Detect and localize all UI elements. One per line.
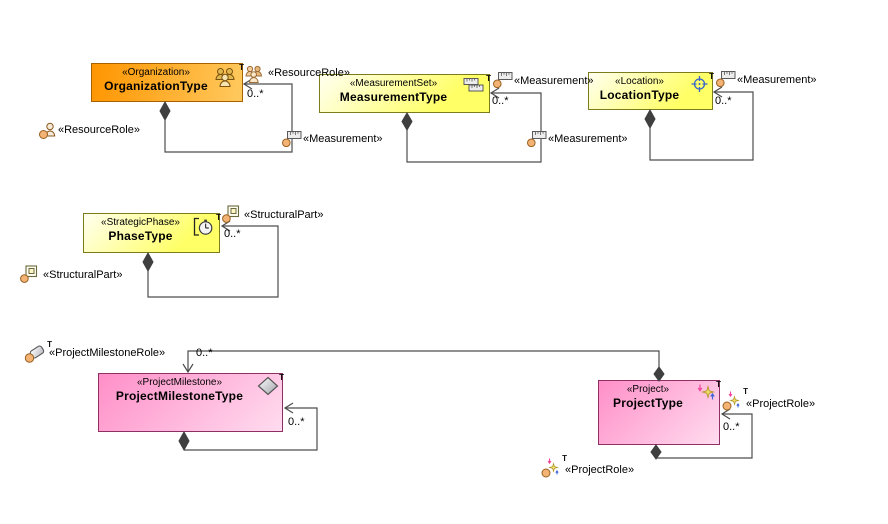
role-label-resource-role[interactable]: «ResourceRole» (268, 67, 350, 79)
class-name: LocationType (599, 88, 680, 102)
association-projecttype-projectmilestonetype[interactable] (182, 350, 665, 382)
type-marker: T (279, 373, 284, 382)
stereotype-label: «Location» (615, 76, 664, 87)
structural-part-icon (222, 204, 240, 228)
class-projectmilestonetype[interactable]: «ProjectMilestone» ProjectMilestoneType … (98, 373, 284, 432)
measurement-ruler-icon (493, 71, 513, 93)
role-label-measurement[interactable]: «Measurement» (514, 75, 594, 87)
association-locationtype-self[interactable] (644, 86, 754, 161)
measurement-ruler-icon (527, 130, 547, 152)
project-star-icon: T (695, 381, 721, 406)
class-locationtype[interactable]: «Location» LocationType T (588, 72, 714, 110)
class-name: ProjectMilestoneType (115, 389, 244, 403)
class-projecttype[interactable]: «Project» ProjectType T (598, 380, 721, 445)
stereotype-label: «ProjectMilestone» (136, 377, 223, 388)
organization-people-icon: T (213, 64, 244, 94)
project-role-icon: T (541, 455, 567, 483)
project-role-icon: T (722, 388, 748, 416)
role-label-structural-part[interactable]: «StructuralPart» (43, 269, 123, 281)
multiplicity-label[interactable]: 0..* (247, 88, 264, 100)
type-marker: T (716, 380, 721, 389)
type-marker: T (486, 74, 491, 83)
role-label-project-role[interactable]: «ProjectRole» (746, 398, 816, 410)
class-name: ProjectType (613, 396, 683, 410)
class-name: MeasurementType (339, 90, 448, 104)
role-label-measurement[interactable]: «Measurement» (548, 133, 628, 145)
measurement-ruler-icon (716, 70, 736, 92)
association-organizationtype-self[interactable] (159, 78, 293, 153)
role-label-project-milestone-role[interactable]: «ProjectMilestoneRole» (49, 347, 166, 359)
structural-part-icon (20, 264, 38, 288)
stereotype-label: «Project» (626, 384, 670, 395)
multiplicity-label[interactable]: 0..* (288, 416, 305, 428)
measurement-rulers-icon: T (463, 75, 491, 98)
type-marker: T (743, 387, 748, 396)
association-measurementtype-self[interactable] (401, 87, 542, 163)
class-organizationtype[interactable]: «Organization» OrganizationType T (91, 63, 244, 102)
multiplicity-label[interactable]: 0..* (196, 347, 213, 359)
association-projectmilestonetype-self[interactable] (178, 402, 318, 452)
type-marker: T (562, 454, 567, 463)
stereotype-label: «StrategicPhase» (101, 217, 180, 228)
resource-role-person-icon (38, 121, 57, 145)
project-milestone-role-icon: T (24, 341, 52, 368)
class-name: PhaseType (108, 229, 173, 243)
measurement-ruler-icon (282, 130, 302, 152)
resource-role-people-icon (244, 64, 264, 90)
role-label-measurement[interactable]: «Measurement» (737, 74, 817, 86)
type-marker: T (216, 213, 221, 222)
role-label-measurement[interactable]: «Measurement» (303, 133, 383, 145)
role-label-project-role[interactable]: «ProjectRole» (565, 464, 635, 476)
phase-timer-icon: T (192, 214, 221, 242)
association-phasetype-self[interactable] (142, 220, 279, 298)
multiplicity-label[interactable]: 0..* (715, 95, 732, 107)
class-measurementtype[interactable]: «MeasurementSet» MeasurementType T (319, 74, 491, 113)
multiplicity-label[interactable]: 0..* (224, 228, 241, 240)
class-name: OrganizationType (104, 79, 208, 93)
stereotype-label: «Organization» (122, 67, 190, 78)
role-label-structural-part[interactable]: «StructuralPart» (244, 209, 324, 221)
role-label-resource-role[interactable]: «ResourceRole» (58, 124, 140, 136)
milestone-diamond-icon: T (257, 374, 284, 401)
type-marker: T (239, 63, 244, 72)
location-target-icon: T (690, 73, 714, 98)
type-marker: T (47, 340, 52, 349)
stereotype-label: «MeasurementSet» (349, 78, 438, 89)
association-projecttype-self[interactable] (650, 408, 753, 460)
type-marker: T (709, 72, 714, 81)
multiplicity-label[interactable]: 0..* (723, 421, 740, 433)
multiplicity-label[interactable]: 0..* (492, 95, 509, 107)
class-phasetype[interactable]: «StrategicPhase» PhaseType T (83, 213, 221, 253)
